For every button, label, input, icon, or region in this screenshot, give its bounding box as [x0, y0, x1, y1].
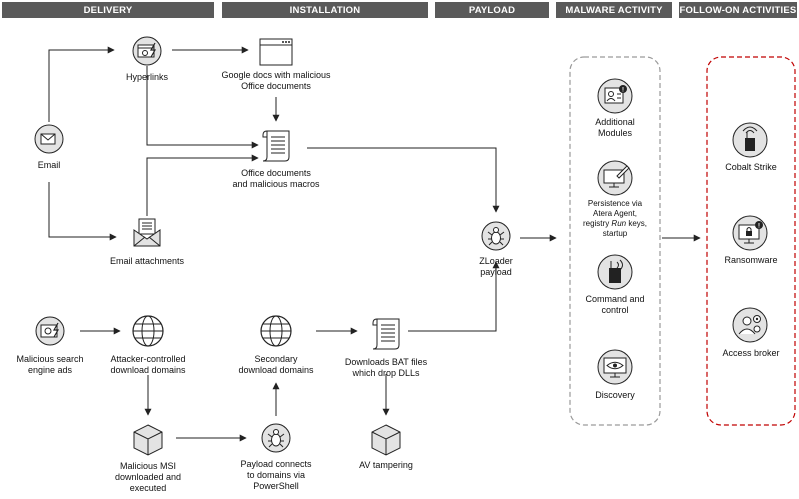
header-payload: PAYLOAD — [435, 2, 549, 18]
payload-bug-icon — [261, 423, 291, 453]
header-delivery: DELIVERY — [2, 2, 214, 18]
label-secondary-domains: Secondary download domains — [238, 354, 314, 375]
package-box-icon — [133, 424, 163, 456]
persistence-text-prefix: Persistence via Atera Agent, registry — [582, 199, 643, 228]
browser-window-icon — [259, 38, 293, 66]
svg-text:!: ! — [758, 224, 760, 230]
additional-modules-icon: ! — [597, 78, 633, 114]
persistence-text-suffix: keys, startup — [602, 219, 648, 238]
label-command-control: Command and control — [585, 294, 645, 315]
label-hyperlinks: Hyperlinks — [125, 72, 168, 82]
command-control-icon — [597, 254, 633, 290]
bat-file-scroll-icon — [372, 318, 400, 350]
svg-text:!: ! — [622, 88, 624, 94]
zloader-bug-icon — [481, 221, 511, 251]
document-scroll-icon — [262, 130, 290, 162]
malware-activity-group — [569, 56, 661, 426]
label-malicious-search-ads: Malicious search engine ads — [16, 354, 84, 375]
email-icon — [34, 124, 64, 154]
label-zloader-payload: ZLoader payload — [479, 256, 513, 277]
label-av-tampering: AV tampering — [359, 460, 413, 470]
label-ransomware: Ransomware — [724, 255, 778, 265]
av-tampering-box-icon — [371, 424, 401, 456]
header-malware-activity: MALWARE ACTIVITY — [556, 2, 672, 18]
discovery-eye-icon — [597, 349, 633, 385]
label-discovery: Discovery — [595, 390, 635, 400]
label-access-broker: Access broker — [722, 348, 780, 358]
secondary-globe-icon — [260, 315, 292, 347]
ransomware-icon: ! — [732, 215, 768, 251]
header-installation: INSTALLATION — [222, 2, 428, 18]
persistence-text-run: Run — [611, 219, 627, 228]
header-follow-on-activities: FOLLOW-ON ACTIVITIES — [679, 2, 797, 18]
connector-lines — [48, 46, 701, 442]
label-persistence: Persistence via Atera Agent, registry Ru… — [572, 199, 658, 239]
email-attachment-icon — [133, 218, 161, 247]
label-cobalt-strike: Cobalt Strike — [725, 162, 777, 172]
label-google-docs: Google docs with malicious Office docume… — [221, 70, 331, 91]
cobalt-strike-icon — [732, 122, 768, 158]
persistence-monitor-icon — [597, 160, 633, 196]
access-broker-icon — [732, 307, 768, 343]
globe-icon — [132, 315, 164, 347]
label-additional-modules: Additional Modules — [595, 117, 635, 138]
label-office-macros: Office documents and malicious macros — [232, 168, 320, 189]
label-payload-connects: Payload connects to domains via PowerShe… — [240, 459, 312, 491]
follow-on-activities-group — [706, 56, 796, 426]
label-malicious-msi: Malicious MSI downloaded and executed — [114, 461, 182, 493]
label-downloads-bat: Downloads BAT files which drop DLLs — [344, 357, 428, 378]
label-attacker-domains: Attacker-controlled download domains — [110, 354, 186, 375]
label-email: Email — [37, 160, 61, 170]
search-ad-icon — [35, 316, 65, 346]
hyperlink-icon — [132, 36, 162, 66]
label-email-attachments: Email attachments — [109, 256, 185, 266]
